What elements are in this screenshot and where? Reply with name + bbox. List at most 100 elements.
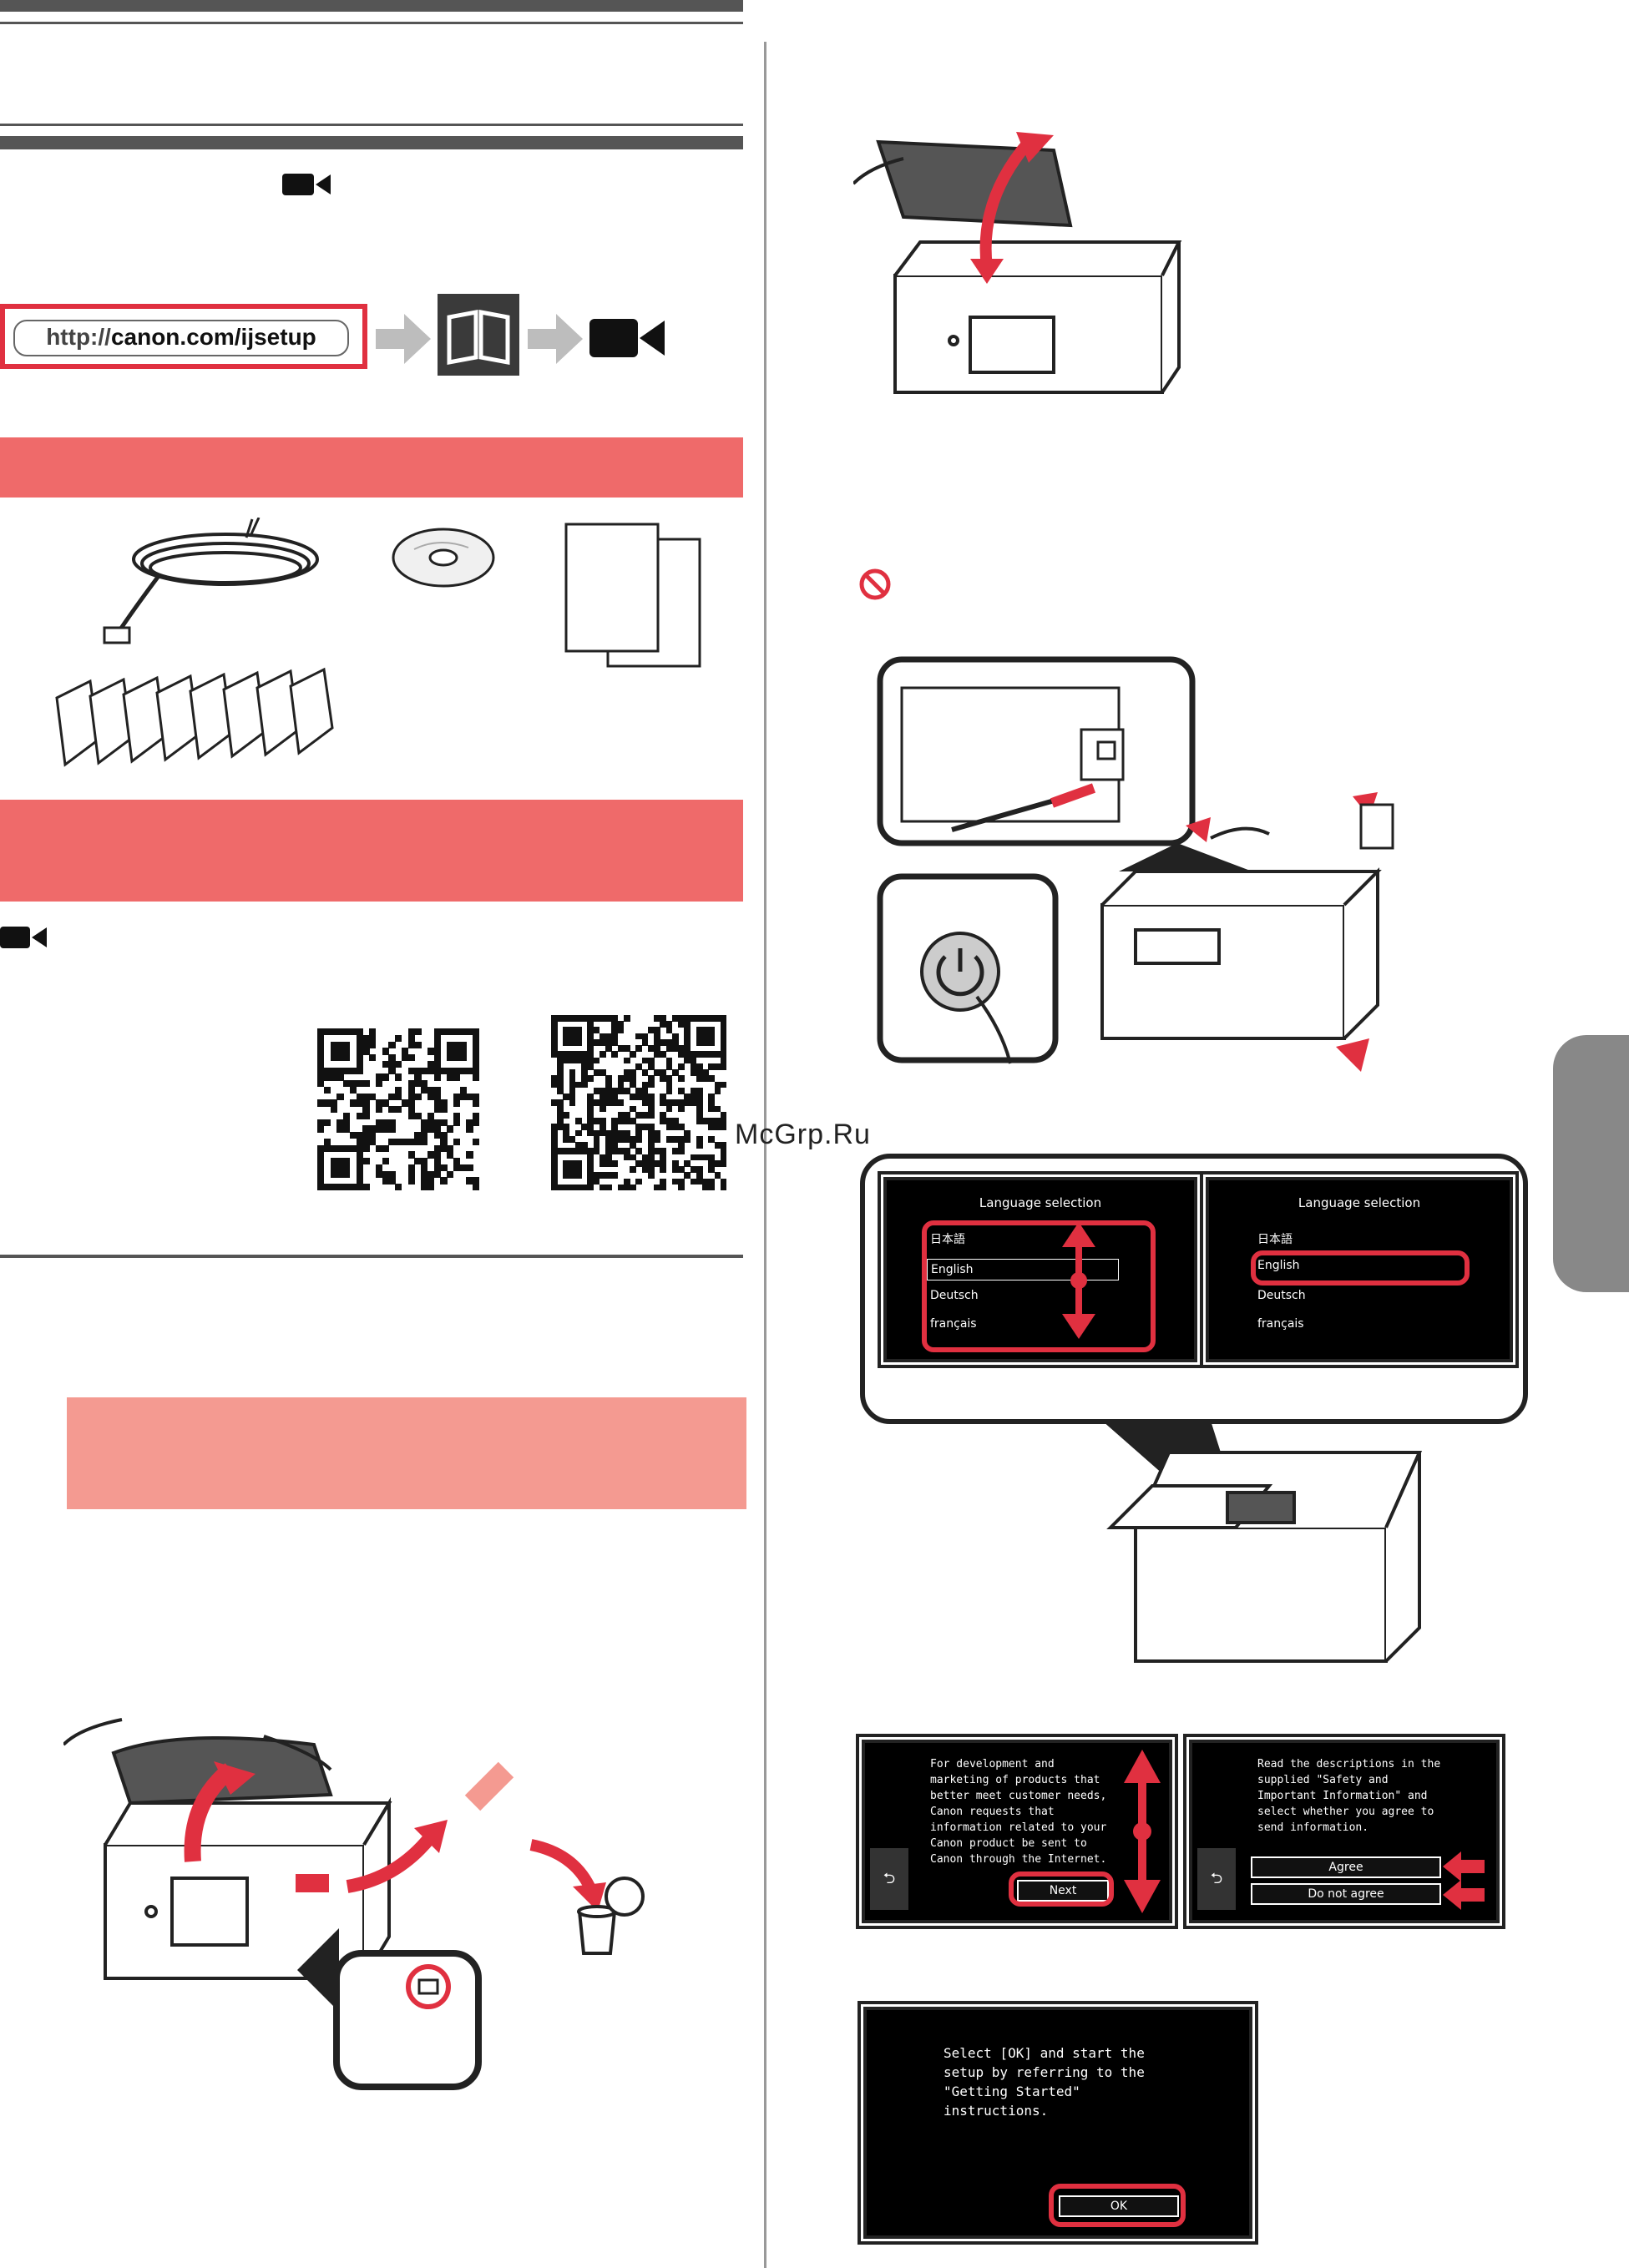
qr-module	[635, 1129, 643, 1137]
book-icon	[438, 294, 519, 376]
qr-module	[421, 1125, 428, 1133]
lang-item-english[interactable]: English	[927, 1259, 1119, 1280]
qr-module	[356, 1158, 363, 1165]
qr-module	[336, 1158, 344, 1165]
qr-module	[382, 1158, 389, 1165]
qr-module	[317, 1164, 325, 1172]
qr-module	[635, 1148, 643, 1155]
mid-rule-thin	[0, 124, 743, 126]
qr-code[interactable]	[551, 1015, 727, 1191]
lang-item-japanese[interactable]: 日本語	[1257, 1233, 1293, 1246]
qr-module	[427, 1048, 435, 1055]
qr-module	[349, 1067, 357, 1074]
qr-module	[599, 1038, 606, 1046]
qr-module	[665, 1081, 673, 1089]
qr-module	[635, 1135, 643, 1143]
qr-module	[671, 1159, 679, 1167]
qr-module	[375, 1099, 383, 1107]
qr-module	[605, 1045, 612, 1052]
qr-module	[635, 1159, 643, 1167]
qr-module	[433, 1067, 441, 1074]
lcd-language-select: Language selection 日本語 English Deutsch f…	[1206, 1177, 1513, 1362]
qr-module	[343, 1048, 351, 1055]
qr-module	[317, 1034, 325, 1042]
qr-module	[660, 1154, 667, 1161]
info-text: For development and marketing of product…	[930, 1758, 1107, 1866]
do-not-agree-button[interactable]: Do not agree	[1251, 1883, 1441, 1905]
qr-module	[593, 1118, 600, 1124]
qr-module	[557, 1105, 564, 1113]
qr-module	[362, 1048, 370, 1055]
qr-module	[407, 1138, 415, 1146]
printer-touchscreen-illustration	[1102, 1421, 1423, 1663]
lang-item-francais[interactable]: français	[1257, 1317, 1304, 1331]
qr-module	[684, 1099, 691, 1107]
qr-module	[696, 1015, 703, 1022]
qr-module	[665, 1099, 673, 1107]
agree-button[interactable]: Agree	[1251, 1856, 1441, 1878]
qr-module	[551, 1172, 558, 1179]
qr-module	[473, 1093, 480, 1100]
qr-module	[678, 1142, 685, 1149]
qr-code[interactable]	[317, 1028, 480, 1191]
qr-module	[317, 1158, 325, 1165]
qr-module	[671, 1015, 679, 1022]
lang-item-deutsch[interactable]: Deutsch	[1257, 1289, 1306, 1302]
lang-item-japanese[interactable]: 日本語	[930, 1233, 965, 1246]
qr-module	[714, 1063, 721, 1070]
setup-url-box[interactable]: http://canon.com/ijsetup	[0, 304, 367, 369]
qr-module	[671, 1148, 679, 1155]
qr-module	[617, 1075, 625, 1083]
qr-module	[720, 1045, 727, 1052]
qr-module	[427, 1086, 435, 1094]
qr-module	[473, 1138, 480, 1146]
qr-module	[336, 1184, 344, 1191]
lang-item-deutsch[interactable]: Deutsch	[930, 1289, 979, 1302]
qr-module	[708, 1075, 715, 1083]
qr-module	[647, 1027, 655, 1034]
qr-module	[702, 1069, 709, 1076]
qr-module	[427, 1177, 435, 1185]
qr-module	[605, 1129, 612, 1137]
qr-module	[551, 1045, 558, 1052]
next-button[interactable]: Next	[1017, 1880, 1109, 1902]
back-button[interactable]: ⮌	[870, 1848, 908, 1910]
qr-module	[702, 1075, 709, 1083]
qr-module	[317, 1054, 325, 1062]
qr-module	[623, 1087, 630, 1094]
qr-module	[599, 1069, 606, 1076]
qr-module	[654, 1184, 660, 1191]
qr-module	[605, 1087, 612, 1094]
qr-module	[647, 1063, 655, 1070]
qr-module	[635, 1087, 643, 1094]
qr-module	[574, 1081, 582, 1089]
qr-module	[605, 1172, 612, 1179]
qr-module	[414, 1093, 422, 1100]
qr-module	[330, 1041, 337, 1048]
qr-module	[599, 1118, 606, 1124]
ok-button[interactable]: OK	[1059, 2195, 1179, 2217]
qr-module	[623, 1184, 630, 1191]
qr-module	[427, 1151, 435, 1159]
qr-module	[317, 1060, 325, 1068]
qr-module	[563, 1038, 570, 1046]
qr-module	[690, 1094, 697, 1100]
qr-module	[330, 1054, 337, 1062]
qr-module	[551, 1135, 558, 1143]
qr-module	[678, 1148, 685, 1155]
back-button[interactable]: ⮌	[1197, 1848, 1236, 1910]
lang-item-english[interactable]: English	[1257, 1259, 1300, 1272]
qr-module	[720, 1027, 727, 1034]
qr-module	[440, 1099, 448, 1107]
lang-item-francais[interactable]: français	[930, 1317, 977, 1331]
qr-module	[551, 1051, 558, 1058]
qr-module	[407, 1106, 415, 1114]
qr-module	[574, 1166, 582, 1173]
qr-module	[382, 1048, 389, 1055]
qr-module	[453, 1041, 461, 1048]
qr-module	[343, 1080, 351, 1088]
qr-module	[605, 1075, 612, 1083]
qr-module	[654, 1159, 660, 1167]
qr-module	[660, 1051, 667, 1058]
qr-module	[599, 1033, 606, 1040]
